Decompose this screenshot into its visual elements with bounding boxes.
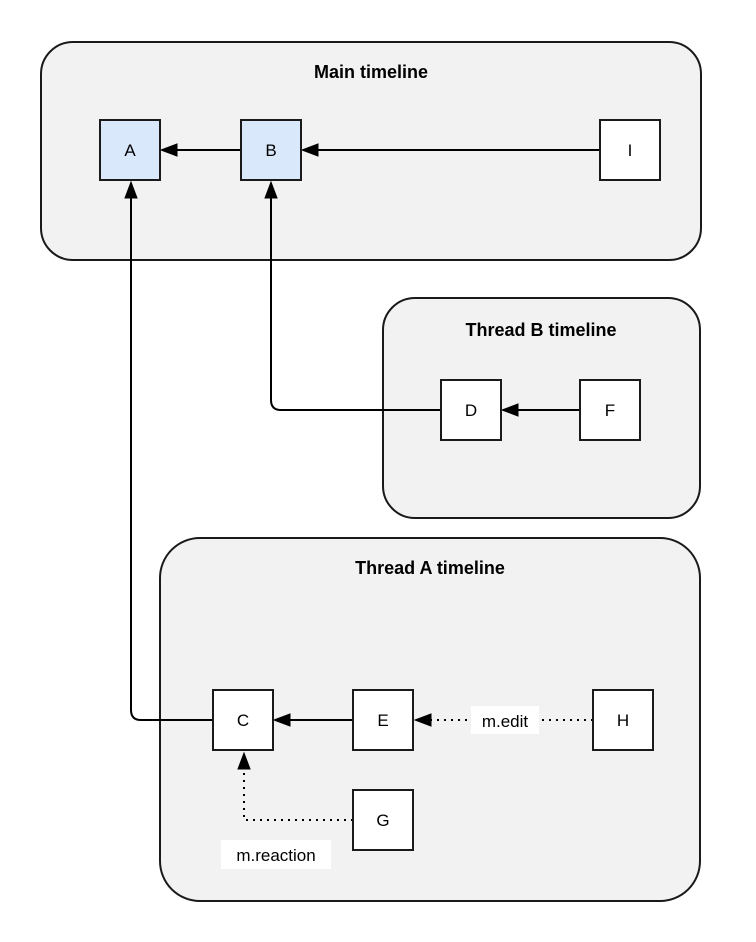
node-D-label: D [465, 401, 477, 420]
node-G-label: G [376, 811, 389, 830]
node-H: H [592, 689, 654, 751]
node-E: E [352, 689, 414, 751]
node-F-box [579, 379, 641, 441]
node-H-label: H [617, 711, 629, 730]
thread-b-timeline-title: Thread B timeline [465, 320, 616, 340]
node-D: D [440, 379, 502, 441]
node-A-box [99, 119, 161, 181]
container-thread-b-timeline: Thread B timeline [382, 297, 701, 519]
m-reaction-label-bg [221, 840, 331, 869]
node-E-label: E [377, 711, 388, 730]
main-timeline-title: Main timeline [314, 62, 428, 82]
edge-c-to-a [124, 180, 213, 721]
node-E-box [352, 689, 414, 751]
node-C-label: C [237, 711, 249, 730]
edge-label-m-reaction: m.reaction [221, 840, 331, 869]
edge-label-m-edit: m.edit [471, 706, 539, 734]
node-B-box [240, 119, 302, 181]
m-edit-label: m.edit [482, 712, 529, 731]
node-H-box [592, 689, 654, 751]
thread-a-timeline-title: Thread A timeline [355, 558, 505, 578]
node-B-label: B [265, 141, 276, 160]
node-C: C [212, 689, 274, 751]
node-G: G [352, 789, 414, 851]
node-F: F [579, 379, 641, 441]
node-D-box [440, 379, 502, 441]
node-A-label: A [124, 141, 136, 160]
node-F-label: F [605, 401, 615, 420]
node-I: I [599, 119, 661, 181]
thread-b-timeline-box [382, 297, 701, 519]
node-G-box [352, 789, 414, 851]
m-reaction-label: m.reaction [236, 846, 315, 865]
node-I-box [599, 119, 661, 181]
edge-g-to-c [237, 751, 353, 821]
node-C-box [212, 689, 274, 751]
node-B: B [240, 119, 302, 181]
node-I-label: I [628, 141, 633, 160]
node-A: A [99, 119, 161, 181]
m-edit-label-bg [471, 706, 539, 734]
edge-d-to-b [264, 180, 441, 411]
